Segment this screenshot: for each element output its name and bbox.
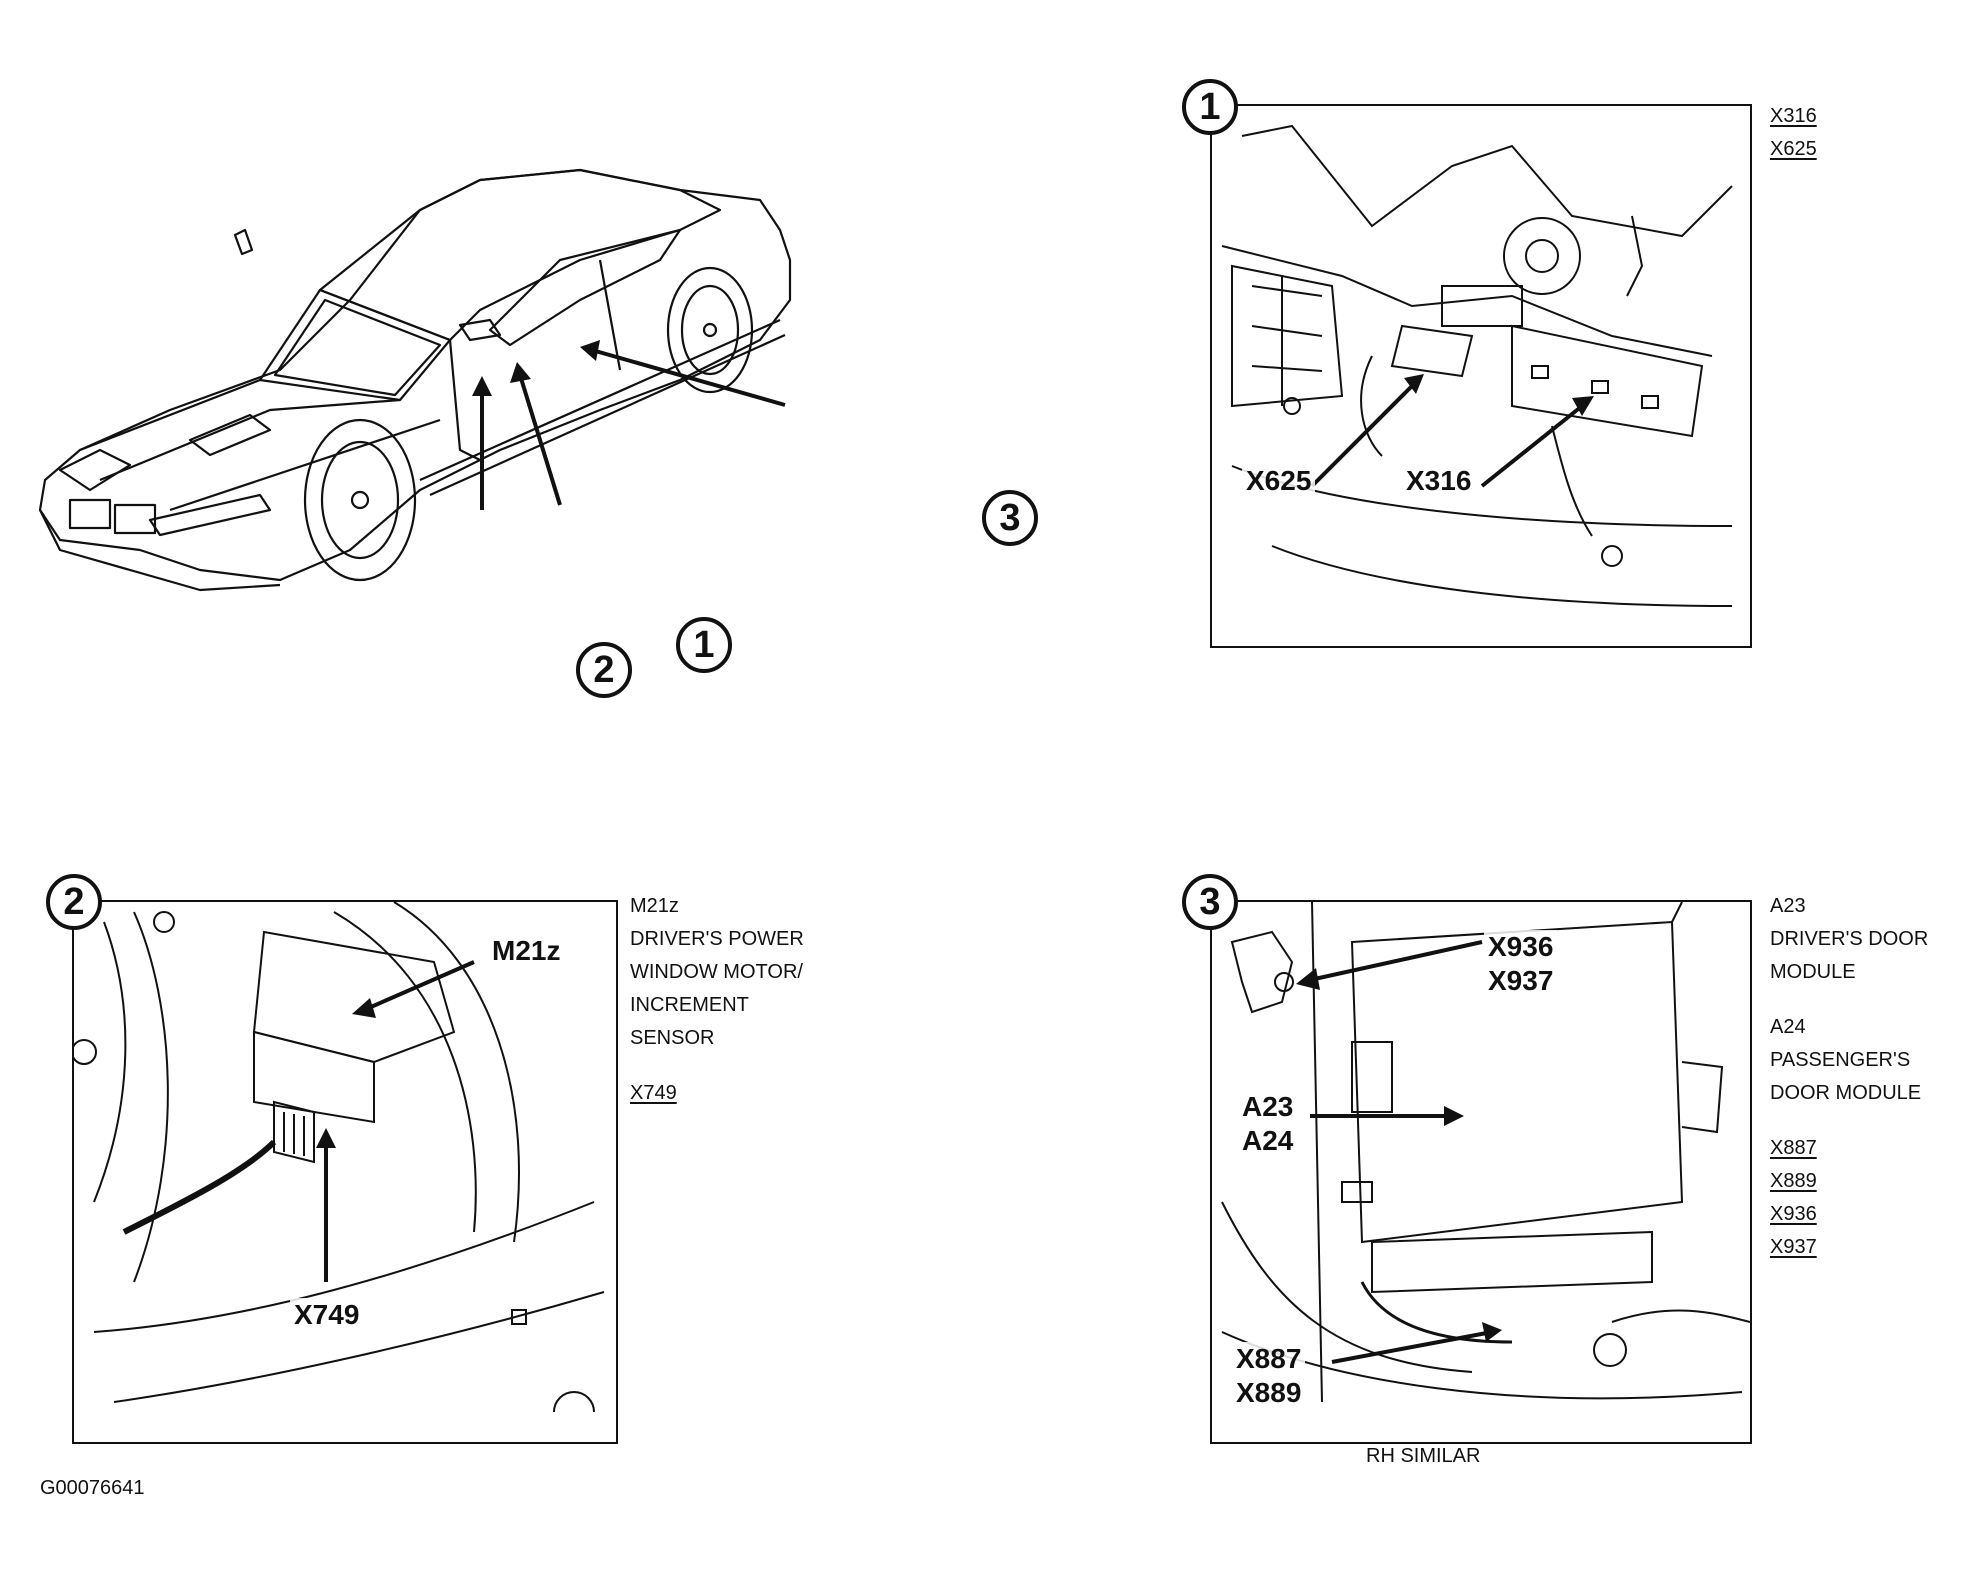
legend-x316: X316 bbox=[1770, 105, 1817, 127]
legend-x749: X749 bbox=[630, 1082, 677, 1104]
legend-x937: X937 bbox=[1770, 1236, 1817, 1258]
legend-a24-desc-2: DOOR MODULE bbox=[1770, 1082, 1922, 1104]
view-3-legend: A23 DRIVER'S DOOR MODULE A24 PASSENGER'S… bbox=[1770, 890, 1928, 1264]
car-overview-illustration bbox=[38, 168, 792, 592]
view-3-badge: 3 bbox=[1182, 874, 1238, 930]
view-1-legend: X316 X625 bbox=[1770, 100, 1817, 166]
legend-x936: X936 bbox=[1770, 1203, 1817, 1225]
view-3-caption: RH SIMILAR bbox=[1366, 1445, 1481, 1467]
legend-a23: A23 bbox=[1770, 895, 1806, 917]
callout-x316: X316 bbox=[1402, 464, 1476, 498]
legend-a24-desc-1: PASSENGER'S bbox=[1770, 1049, 1911, 1071]
legend-m21z: M21z bbox=[630, 895, 679, 917]
locator-badge-1: 1 bbox=[676, 617, 732, 673]
legend-m21z-desc-1: DRIVER'S POWER bbox=[630, 928, 804, 950]
legend-x887: X887 bbox=[1770, 1137, 1817, 1159]
locator-badge-2: 2 bbox=[576, 642, 632, 698]
locator-badge-3: 3 bbox=[982, 490, 1038, 546]
legend-m21z-desc-4: SENSOR bbox=[630, 1027, 715, 1049]
callout-x625: X625 bbox=[1242, 464, 1316, 498]
legend-a23-desc-2: MODULE bbox=[1770, 961, 1856, 983]
legend-m21z-desc-3: INCREMENT bbox=[630, 994, 749, 1016]
detail-view-3: X936 X937 A23 A24 X887 X889 bbox=[1210, 900, 1752, 1444]
legend-x625: X625 bbox=[1770, 138, 1817, 160]
callout-m21z: M21z bbox=[488, 934, 565, 968]
detail-view-1: X625 X316 bbox=[1210, 104, 1752, 648]
view-2-badge: 2 bbox=[46, 874, 102, 930]
legend-x889: X889 bbox=[1770, 1170, 1817, 1192]
figure-id: G00076641 bbox=[40, 1477, 145, 1499]
view-2-legend: M21z DRIVER'S POWER WINDOW MOTOR/ INCREM… bbox=[630, 890, 804, 1110]
detail-view-2: M21z X749 bbox=[72, 900, 618, 1444]
legend-m21z-desc-2: WINDOW MOTOR/ bbox=[630, 961, 803, 983]
legend-a23-desc-1: DRIVER'S DOOR bbox=[1770, 928, 1929, 950]
callout-x936-x937: X936 X937 bbox=[1484, 930, 1558, 998]
legend-a24: A24 bbox=[1770, 1016, 1806, 1038]
view-1-badge: 1 bbox=[1182, 79, 1238, 135]
callout-x749: X749 bbox=[290, 1298, 364, 1332]
callout-a23-a24: A23 A24 bbox=[1238, 1090, 1298, 1158]
callout-x887-x889: X887 X889 bbox=[1232, 1342, 1306, 1410]
